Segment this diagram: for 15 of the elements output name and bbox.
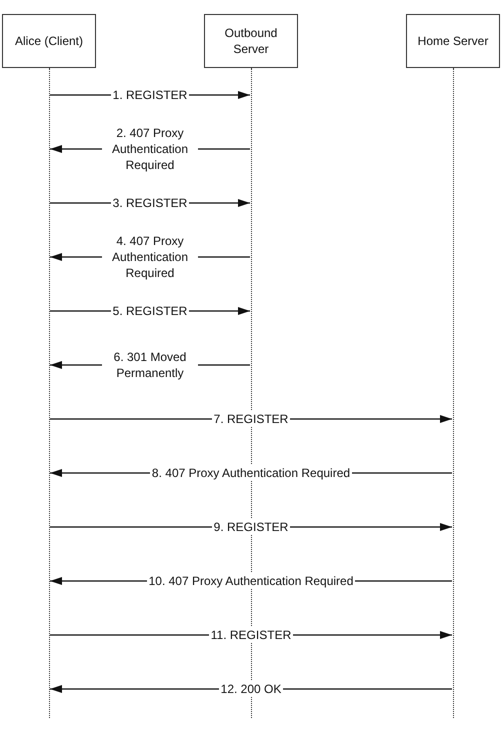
participant-name: Home Server — [418, 33, 488, 49]
lifeline — [48, 68, 50, 718]
participant-box — [406, 14, 500, 68]
participant-name: Outbound Server — [224, 25, 278, 57]
participant-box — [2, 14, 96, 68]
edge-label: 9. REGISTER — [212, 519, 290, 535]
edge-label: 11. REGISTER — [208, 627, 294, 643]
edge-label: 6. 301 Moved Permanently — [102, 349, 198, 381]
participant-name: Alice (Client) — [14, 33, 83, 49]
lifeline — [452, 68, 454, 718]
edge-label: 8. 407 Proxy Authentication Required — [150, 465, 352, 481]
edge-label: 12. 200 OK — [218, 681, 284, 697]
edge-label: 7. REGISTER — [212, 411, 290, 427]
edge-label: 10. 407 Proxy Authentication Required — [146, 573, 356, 589]
participant-box — [204, 14, 298, 68]
